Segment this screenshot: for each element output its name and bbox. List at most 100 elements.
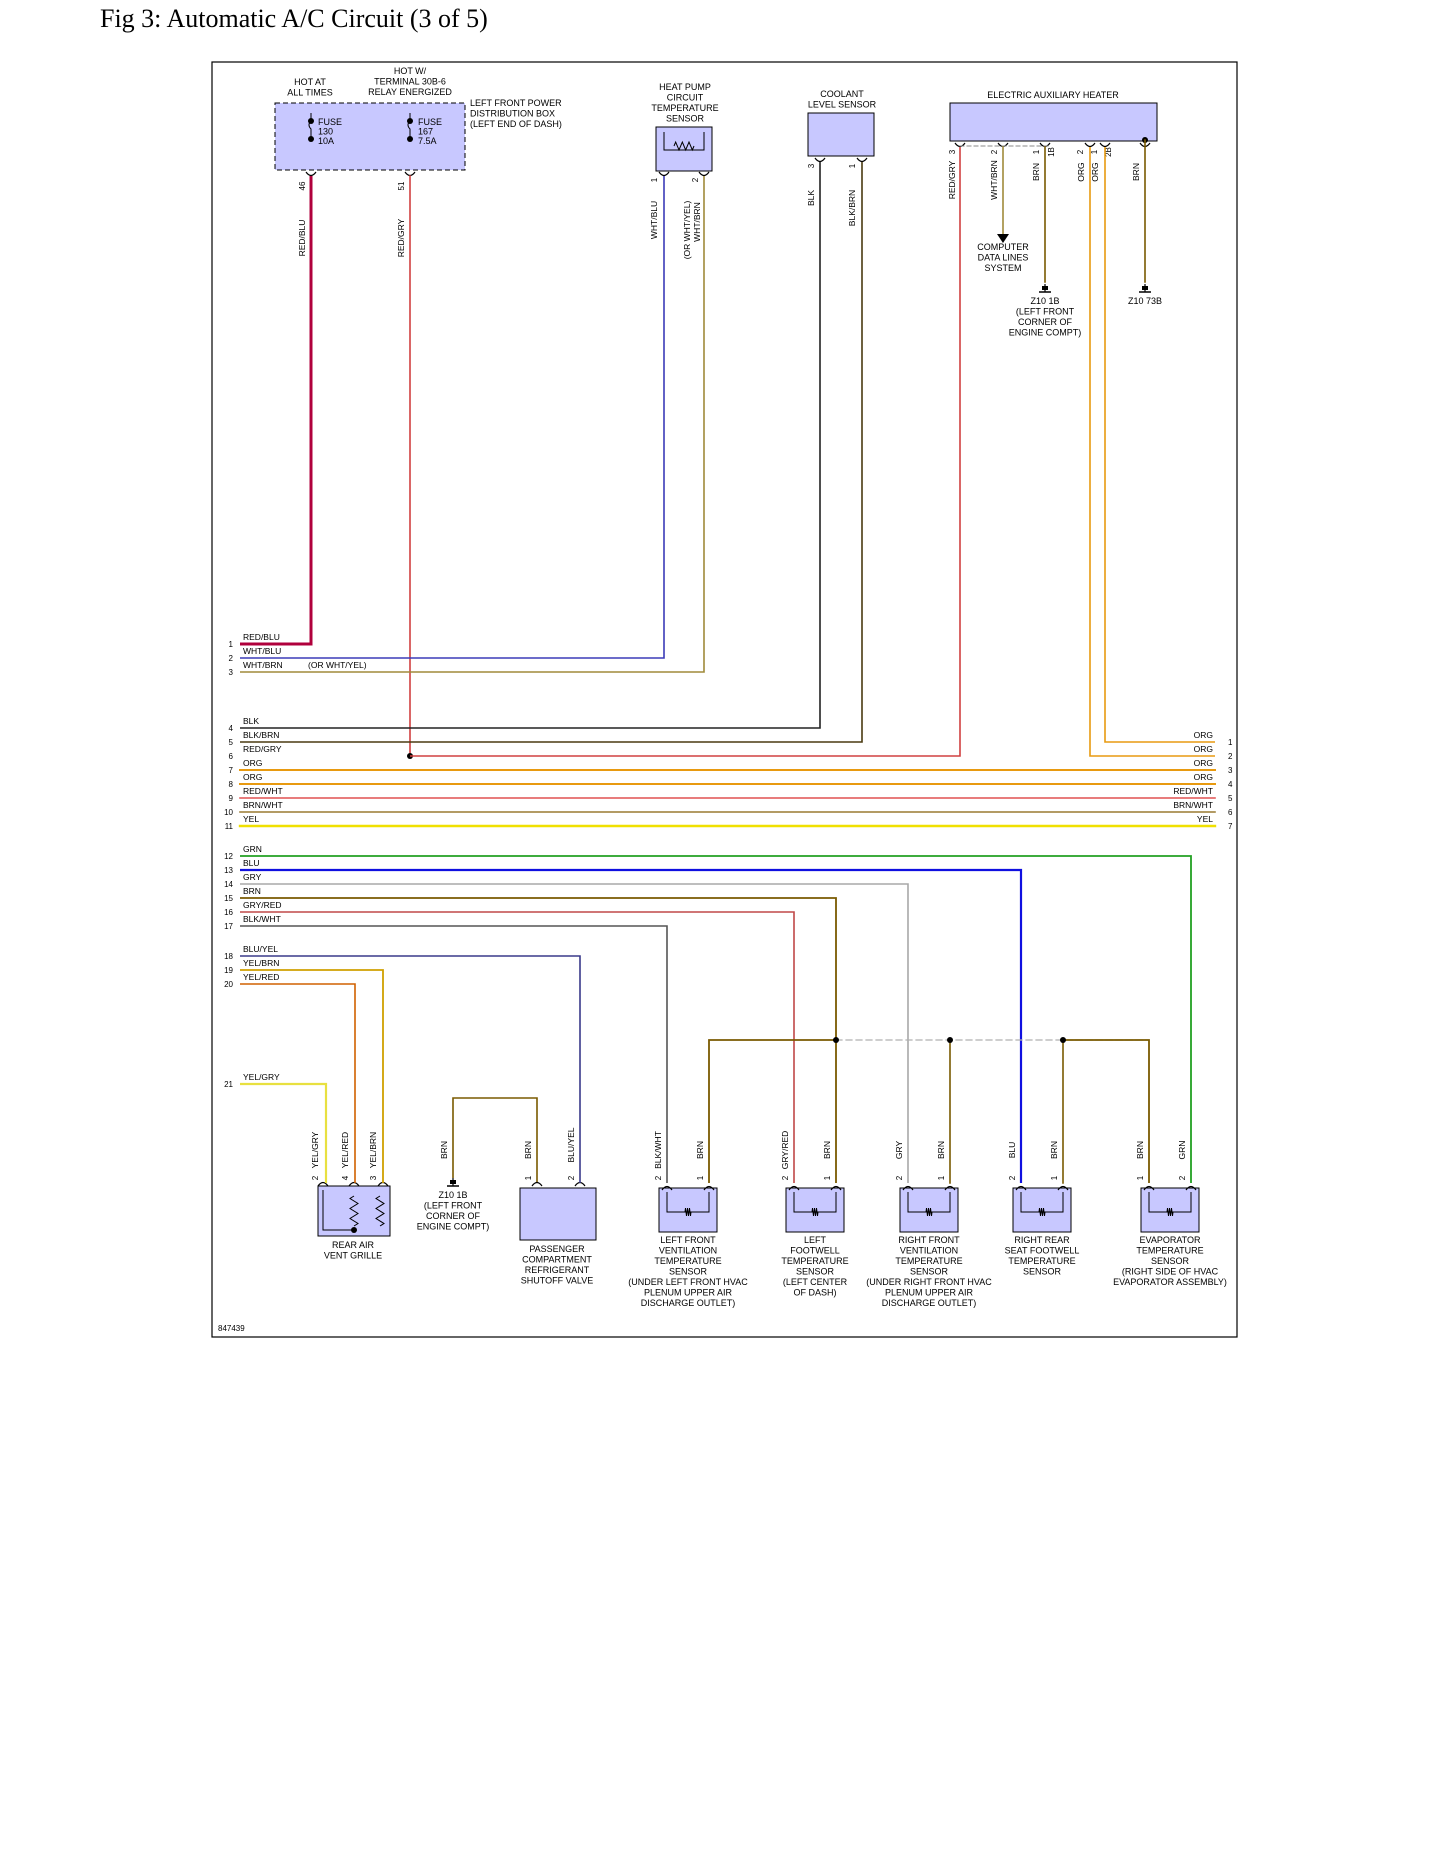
terminal-fork: [317, 1181, 329, 1187]
resistor-symbol: [349, 1195, 359, 1227]
heat-pump-sensor-label: CIRCUIT: [667, 93, 704, 103]
connector-pin-number: 12: [224, 852, 233, 861]
terminal-fork: [830, 1185, 842, 1191]
diagram-frame: [211, 61, 1238, 1338]
connector-pin-number: 1: [229, 640, 234, 649]
connector-pin-number: 8: [229, 780, 234, 789]
evaporator-sensor: [1140, 1187, 1200, 1233]
connector-pin-number: 2: [895, 1175, 904, 1180]
ground-icon: [450, 1180, 456, 1184]
left-footwell-sensor-label: SENSOR: [796, 1267, 835, 1277]
coolant-sensor-label: LEVEL SENSOR: [808, 100, 877, 110]
wire-color-label: ORG: [243, 758, 262, 768]
resistor-symbol: [1166, 1207, 1174, 1217]
ground-label: (LEFT FRONT: [424, 1201, 483, 1211]
connector-pin-number: 1: [696, 1175, 705, 1180]
wire-color-label: RED/WHT: [1173, 786, 1213, 796]
wire-color-label: BLK/BRN: [847, 190, 857, 226]
left-front-ventilation-sensor-label: LEFT FRONT: [660, 1235, 716, 1245]
wire-color-label: BLU: [243, 858, 260, 868]
wire-color-label: WHT/BRN: [243, 660, 283, 670]
evaporator-sensor-label: SENSOR: [1151, 1256, 1190, 1266]
fuse-box-label: (LEFT END OF DASH): [470, 119, 562, 129]
right-front-ventilation-sensor-label: VENTILATION: [900, 1246, 958, 1256]
wire-grn: [240, 855, 1192, 1183]
wire-gry-red: [240, 911, 795, 1183]
fuse-box-label: LEFT FRONT POWER: [470, 98, 562, 108]
terminal-fork: [1143, 1185, 1155, 1191]
terminal-fork: [1015, 1185, 1027, 1191]
connector-pin-number: 18: [224, 952, 233, 961]
ground-label: CORNER OF: [1018, 317, 1073, 327]
resistor-symbol: [811, 1207, 819, 1217]
connector-pin-number: 1: [848, 163, 857, 168]
heat-pump-sensor: [663, 132, 705, 151]
terminal-fork: [661, 1185, 673, 1191]
connector-pin-number: 2: [990, 149, 999, 154]
fuse-hot-label: HOT AT: [294, 77, 326, 87]
wire-color-label: BRN/WHT: [243, 800, 283, 810]
connector-pin-number: 2: [1228, 752, 1233, 761]
wire-wht-brn: [240, 176, 705, 673]
right-front-ventilation-sensor-label: TEMPERATURE: [895, 1256, 962, 1266]
right-rear-footwell-sensor-label: RIGHT REAR: [1014, 1235, 1070, 1245]
wire-color-label: YEL/RED: [243, 972, 279, 982]
wire-color-label: BLK: [243, 716, 259, 726]
wire-color-label: BRN: [1131, 163, 1141, 181]
ground-label: Z10 1B: [438, 1190, 467, 1200]
resistor-symbol: [1038, 1207, 1046, 1217]
diagram-id: 847439: [218, 1324, 245, 1333]
left-footwell-sensor-label: (LEFT CENTER: [783, 1277, 848, 1287]
wire-color-label: YEL/GRY: [243, 1072, 280, 1082]
terminal-fork: [377, 1181, 389, 1187]
left-footwell-sensor-label: OF DASH): [793, 1288, 836, 1298]
wire-color-label: BLK/WHT: [243, 914, 281, 924]
ground-label: (LEFT FRONT: [1016, 307, 1075, 317]
terminal-fork: [348, 1181, 360, 1187]
terminal-fork: [703, 1185, 715, 1191]
ground-label: Z10 73B: [1128, 296, 1162, 306]
terminal-fork: [658, 171, 670, 177]
splice-dot: [833, 1037, 839, 1043]
wire-color-label: GRN: [243, 844, 262, 854]
heat-pump-sensor-label: HEAT PUMP: [659, 82, 711, 92]
wire-color-label: BLK/WHT: [653, 1131, 663, 1169]
terminal-fork: [814, 157, 826, 163]
coolant-sensor-label: COOLANT: [820, 89, 864, 99]
wire-brn: [240, 897, 837, 1183]
connector-pin-number: 51: [397, 181, 406, 190]
wire-color-label: GRY: [894, 1141, 904, 1160]
connector-pin-number: 5: [229, 738, 234, 747]
wire-color-label: BLK: [806, 190, 816, 206]
rear-air-vent-label: REAR AIR: [332, 1240, 375, 1250]
resistor-symbol: [684, 1207, 692, 1217]
wire-color-label: RED/WHT: [243, 786, 283, 796]
left-front-ventilation-sensor-label: (UNDER LEFT FRONT HVAC: [628, 1277, 748, 1287]
terminal-fork: [856, 157, 868, 163]
connector-pin-number: 2: [229, 654, 234, 663]
wire-color-label: GRY: [243, 872, 262, 882]
rear-air-vent-label: VENT GRILLE: [324, 1251, 382, 1261]
refrigerant-shutoff-valve: [519, 1187, 597, 1241]
connector-pin-number: 21: [224, 1080, 233, 1089]
terminal-fork: [902, 1185, 914, 1191]
heat-pump-sensor-label: TEMPERATURE: [651, 103, 718, 113]
terminal-fork: [574, 1181, 586, 1187]
connector-pin-number: 3: [229, 668, 234, 677]
fuse-hot-label: RELAY ENERGIZED: [368, 87, 452, 97]
resistor-symbol: [375, 1195, 385, 1227]
evaporator-sensor-label: TEMPERATURE: [1136, 1246, 1203, 1256]
valve-label: COMPARTMENT: [522, 1255, 592, 1265]
wire-color-label: BRN: [822, 1141, 832, 1159]
connector-pin-number: 5: [1228, 794, 1233, 803]
connector-pin-number: 3: [369, 1175, 378, 1180]
computer-data-lines-label: DATA LINES: [978, 253, 1029, 263]
wire-yel-gry: [240, 1082, 328, 1183]
fuse-hot-label: HOT W/: [394, 66, 427, 76]
wire-color-label: BRN: [695, 1141, 705, 1159]
aux-heater-label: ELECTRIC AUXILIARY HEATER: [987, 90, 1119, 100]
connector-pin-number: 19: [224, 966, 233, 975]
connector-pin-number: 46: [298, 181, 307, 190]
connector-pin-number: 2: [567, 1175, 576, 1180]
connector-pin-number: 3: [948, 149, 957, 154]
